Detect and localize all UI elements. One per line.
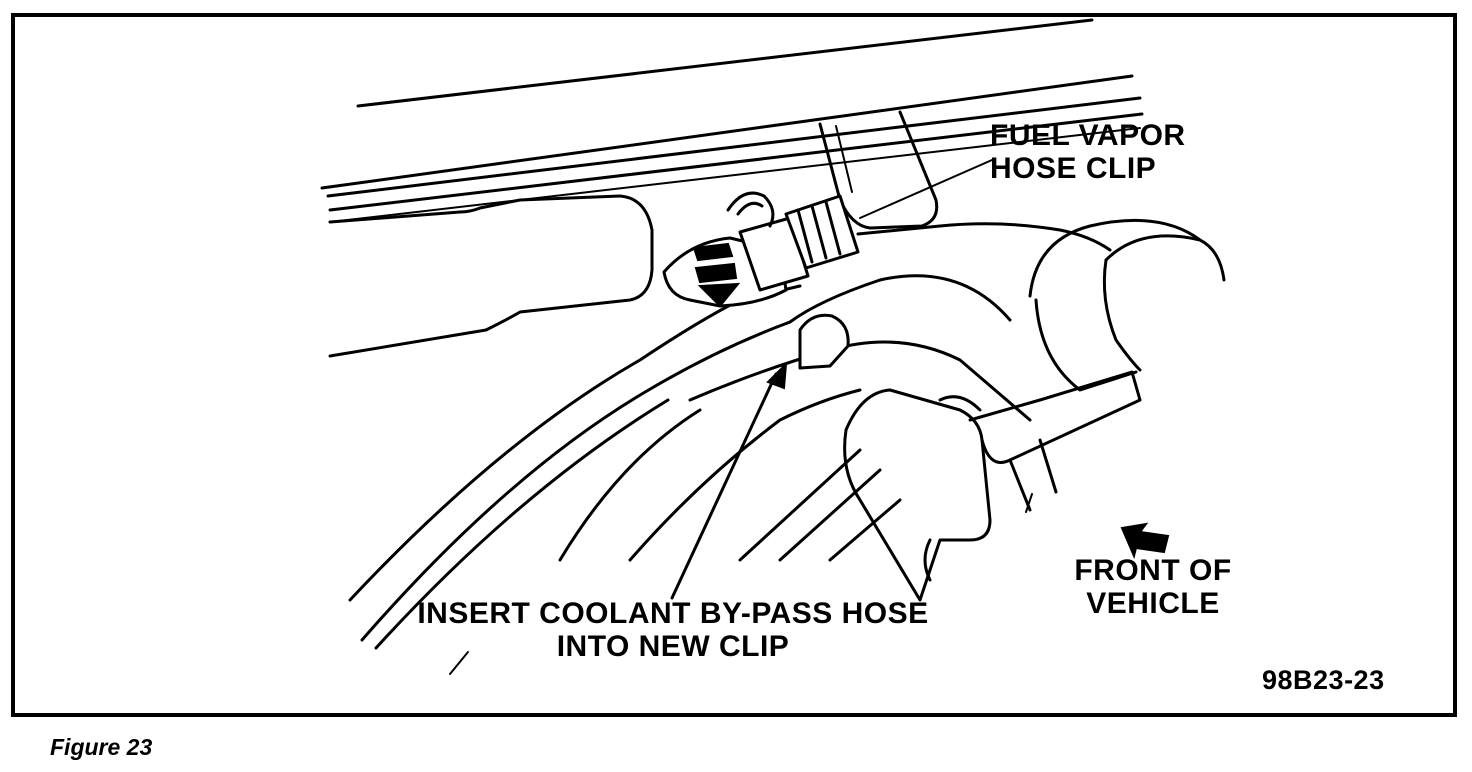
figure-caption: Figure 23 bbox=[50, 734, 153, 760]
insert-line1: INSERT COOLANT BY-PASS HOSE bbox=[417, 597, 929, 630]
insert-line2: INTO NEW CLIP bbox=[556, 630, 790, 663]
fuel-vapor-line2: HOSE CLIP bbox=[990, 152, 1157, 185]
insert-coolant-label: INSERT COOLANT BY-PASS HOSE INTO NEW CLI… bbox=[400, 597, 946, 663]
figure-code: 98B23-23 bbox=[1262, 665, 1385, 695]
fuel-vapor-hose-clip-label: FUEL VAPOR HOSE CLIP bbox=[990, 119, 1186, 185]
fuel-vapor-line1: FUEL VAPOR bbox=[990, 119, 1186, 152]
front-line1: FRONT OF bbox=[1074, 554, 1232, 587]
front-line2: VEHICLE bbox=[1086, 587, 1220, 620]
front-direction-arrow-icon bbox=[1120, 522, 1170, 560]
front-of-vehicle-label: FRONT OF VEHICLE bbox=[1058, 554, 1248, 620]
